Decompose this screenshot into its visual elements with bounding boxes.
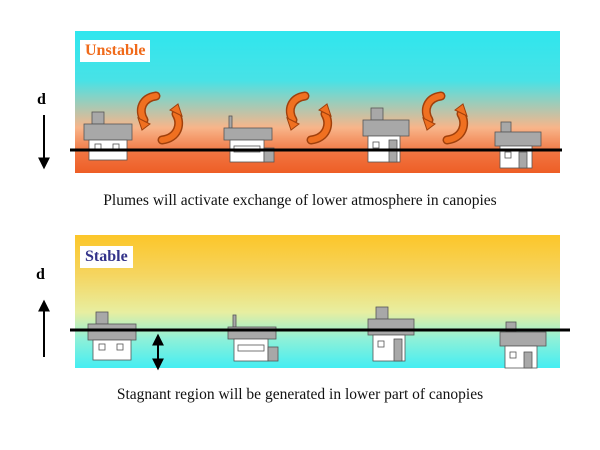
plume-icon bbox=[423, 96, 467, 140]
stable-panel: Stable bbox=[75, 235, 560, 368]
house-icon bbox=[223, 115, 275, 163]
house-icon bbox=[83, 111, 133, 161]
d-axis-label-bottom: d bbox=[36, 266, 45, 283]
unstable-label: Unstable bbox=[80, 40, 151, 62]
stable-label: Stable bbox=[80, 246, 133, 268]
house-icon bbox=[87, 311, 137, 361]
unstable-caption: Plumes will activate exchange of lower a… bbox=[103, 192, 497, 209]
house-icon bbox=[362, 107, 410, 163]
house-icon bbox=[227, 314, 279, 362]
house-icon bbox=[367, 306, 415, 362]
plume-icon bbox=[138, 96, 182, 140]
plume-icon bbox=[287, 96, 331, 140]
d-axis-label-top: d bbox=[37, 91, 46, 108]
stable-caption: Stagnant region will be generated in low… bbox=[116, 386, 484, 403]
house-icon bbox=[494, 121, 542, 169]
